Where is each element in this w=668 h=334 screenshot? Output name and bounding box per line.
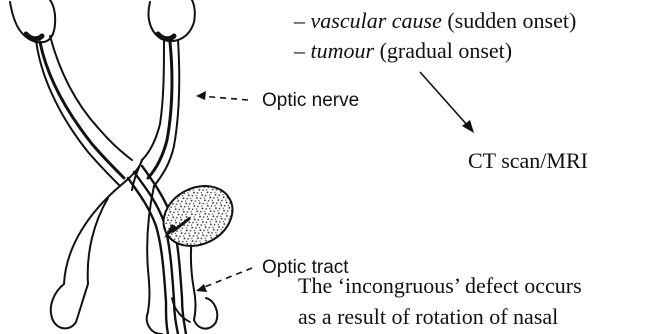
optic-nerve-pointer bbox=[196, 91, 248, 100]
cause-dash: – bbox=[294, 38, 311, 63]
left-eye bbox=[10, 0, 55, 42]
cause-vascular-term: vascular cause bbox=[311, 8, 442, 33]
explanation-line-2: as a result of rotation of nasal bbox=[298, 306, 558, 328]
cause-tumour-note: (gradual onset) bbox=[374, 38, 512, 63]
cause-tumour-term: tumour bbox=[311, 38, 375, 63]
optic-tract-pointer bbox=[196, 268, 252, 292]
cause-tumour: – tumour (gradual onset) bbox=[294, 40, 512, 62]
left-optic-nerve bbox=[36, 36, 132, 186]
left-optic-tract bbox=[51, 186, 120, 328]
cause-dash: – bbox=[294, 8, 311, 33]
imaging-label: CT scan/MRI bbox=[468, 150, 588, 172]
right-optic-nerve bbox=[142, 40, 179, 186]
imaging-arrow bbox=[420, 72, 474, 133]
lesion bbox=[153, 174, 243, 257]
explanation-line-1: The ‘incongruous’ defect occurs bbox=[298, 275, 582, 297]
cause-vascular: – vascular cause (sudden onset) bbox=[294, 10, 576, 32]
optic-nerve-label: Optic nerve bbox=[262, 91, 359, 110]
cause-vascular-note: (sudden onset) bbox=[442, 8, 576, 33]
right-eye bbox=[149, 0, 195, 41]
nerve-fibres bbox=[128, 166, 190, 334]
optic-chiasm bbox=[120, 160, 142, 190]
